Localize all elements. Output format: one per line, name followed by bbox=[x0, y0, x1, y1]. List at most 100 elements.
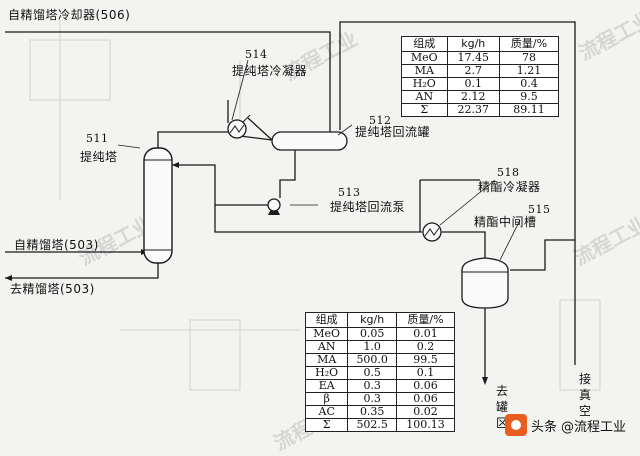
line-drum-to-pump bbox=[279, 150, 296, 198]
table-row: MeO 17.45 78 bbox=[401, 51, 560, 65]
table-cell: H₂O bbox=[304, 366, 349, 380]
condenser-514-label: 提纯塔冷凝器 bbox=[232, 64, 308, 78]
table-header: 组成 bbox=[401, 36, 448, 52]
table-row: H₂O 0.5 0.1 bbox=[304, 366, 455, 380]
tag-513: 513 bbox=[338, 186, 361, 199]
line-to-518 bbox=[214, 205, 422, 233]
table-row: MA 2.7 1.21 bbox=[401, 64, 560, 78]
composition-table-bottom: 组成 kg/h 质量/% MeO 0.05 0.01 AN 1.0 0.2 MA… bbox=[304, 312, 455, 432]
table-row: Σ 22.37 89.11 bbox=[401, 103, 560, 117]
table-row: H₂O 0.1 0.4 bbox=[401, 77, 560, 91]
table-row: MeO 0.05 0.01 bbox=[304, 327, 455, 341]
table-cell: 0.06 bbox=[396, 379, 455, 393]
line-column-top bbox=[157, 131, 232, 148]
tag-514: 514 bbox=[245, 48, 268, 61]
table-row: Σ 502.5 100.13 bbox=[304, 418, 455, 432]
table-header-row: 组成 kg/h 质量/% bbox=[401, 36, 560, 52]
table-row: β 0.3 0.06 bbox=[304, 392, 455, 406]
drum-512-label: 提纯塔回流罐 bbox=[355, 125, 431, 139]
table-cell: EA bbox=[304, 379, 349, 393]
purification-column-511 bbox=[143, 147, 173, 264]
table-cell: 0.2 bbox=[396, 340, 455, 354]
condenser-518-label: 精酯冷凝器 bbox=[478, 180, 541, 194]
table-cell: 0.1 bbox=[446, 77, 500, 91]
table-cell: Σ bbox=[401, 103, 448, 117]
line-from-cooler bbox=[5, 31, 331, 140]
column-511-label: 提纯塔 bbox=[80, 150, 118, 164]
table-cell: 0.3 bbox=[347, 392, 398, 406]
background-ghost bbox=[29, 20, 601, 391]
table-cell: H₂O bbox=[401, 77, 448, 91]
process-flow-diagram: 流程工业 流程工业 流程工业 流程工业 流程工业 bbox=[5, 6, 640, 455]
brand-name: @流程工业 bbox=[561, 419, 627, 435]
table-cell: 0.05 bbox=[347, 327, 398, 341]
line-518-to-515 bbox=[442, 231, 486, 262]
brand-prefix: 头条 bbox=[531, 419, 558, 435]
table-header: 质量/% bbox=[396, 312, 455, 328]
tag-515: 515 bbox=[528, 203, 551, 216]
table-cell: 0.5 bbox=[347, 366, 398, 380]
vacuum-label-1: 接 bbox=[579, 372, 592, 386]
tank-515-label: 精酯中间槽 bbox=[474, 215, 537, 229]
table-cell: 0.06 bbox=[396, 392, 455, 406]
intermediate-tank-515 bbox=[461, 257, 509, 309]
table-cell: 22.37 bbox=[446, 103, 500, 117]
table-cell: AN bbox=[401, 90, 448, 104]
from-503-label: 自精馏塔(503) bbox=[14, 238, 99, 252]
pump-513-label: 提纯塔回流泵 bbox=[330, 200, 406, 214]
table-cell: MA bbox=[401, 64, 448, 78]
table-header: 质量/% bbox=[498, 36, 560, 52]
table-row: AN 2.12 9.5 bbox=[401, 90, 560, 104]
table-row: MA 500.0 99.5 bbox=[304, 353, 455, 367]
table-cell: 78 bbox=[498, 51, 560, 65]
table-cell: 0.02 bbox=[396, 405, 455, 419]
brand-logo-icon bbox=[505, 414, 527, 436]
table-cell: 0.4 bbox=[498, 77, 560, 91]
line-vacuum bbox=[339, 21, 576, 365]
table-row: AN 1.0 0.2 bbox=[304, 340, 455, 354]
tag-518: 518 bbox=[497, 166, 520, 179]
table-cell: 0.3 bbox=[347, 379, 398, 393]
reflux-pump-513-icon bbox=[267, 198, 281, 215]
condenser-514-icon bbox=[227, 114, 251, 139]
vacuum-label-3: 空 bbox=[579, 404, 592, 418]
table-cell: AC bbox=[304, 405, 349, 419]
composition-table-top: 组成 kg/h 质量/% MeO 17.45 78 MA 2.7 1.21 H₂… bbox=[401, 36, 560, 117]
table-cell: 0.35 bbox=[347, 405, 398, 419]
table-cell: 500.0 bbox=[347, 353, 398, 367]
to-storage-label-1: 去 bbox=[496, 384, 509, 398]
from-cooler-label: 自精馏塔冷却器(506) bbox=[8, 8, 131, 22]
table-cell: 0.1 bbox=[396, 366, 455, 380]
table-header-row: 组成 kg/h 质量/% bbox=[304, 312, 455, 328]
table-cell: 99.5 bbox=[396, 353, 455, 367]
table-cell: 9.5 bbox=[498, 90, 560, 104]
table-cell: 2.12 bbox=[446, 90, 500, 104]
table-cell: AN bbox=[304, 340, 349, 354]
brand-footer: 头条 @流程工业 bbox=[505, 411, 633, 439]
table-cell: Σ bbox=[304, 418, 349, 432]
table-row: AC 0.35 0.02 bbox=[304, 405, 455, 419]
table-header: 组成 bbox=[304, 312, 349, 328]
table-cell: 17.45 bbox=[446, 51, 500, 65]
table-cell: 2.7 bbox=[446, 64, 500, 78]
line-to-503 bbox=[5, 262, 159, 279]
tag-511: 511 bbox=[86, 132, 109, 145]
table-row: EA 0.3 0.06 bbox=[304, 379, 455, 393]
table-cell: MeO bbox=[304, 327, 349, 341]
table-header: kg/h bbox=[446, 36, 500, 52]
table-cell: MeO bbox=[401, 51, 448, 65]
reflux-drum-512 bbox=[271, 131, 348, 151]
table-cell: MA bbox=[304, 353, 349, 367]
table-cell: 100.13 bbox=[396, 418, 455, 432]
condenser-518-icon bbox=[422, 222, 442, 242]
to-503-label: 去精馏塔(503) bbox=[10, 282, 95, 296]
piping-lines bbox=[5, 20, 601, 391]
table-cell: 502.5 bbox=[347, 418, 398, 432]
table-cell: β bbox=[304, 392, 349, 406]
table-cell: 1.0 bbox=[347, 340, 398, 354]
table-cell: 0.01 bbox=[396, 327, 455, 341]
table-header: kg/h bbox=[347, 312, 398, 328]
table-cell: 1.21 bbox=[498, 64, 560, 78]
tag-512: 512 bbox=[369, 114, 392, 127]
line-reflux bbox=[172, 164, 270, 206]
